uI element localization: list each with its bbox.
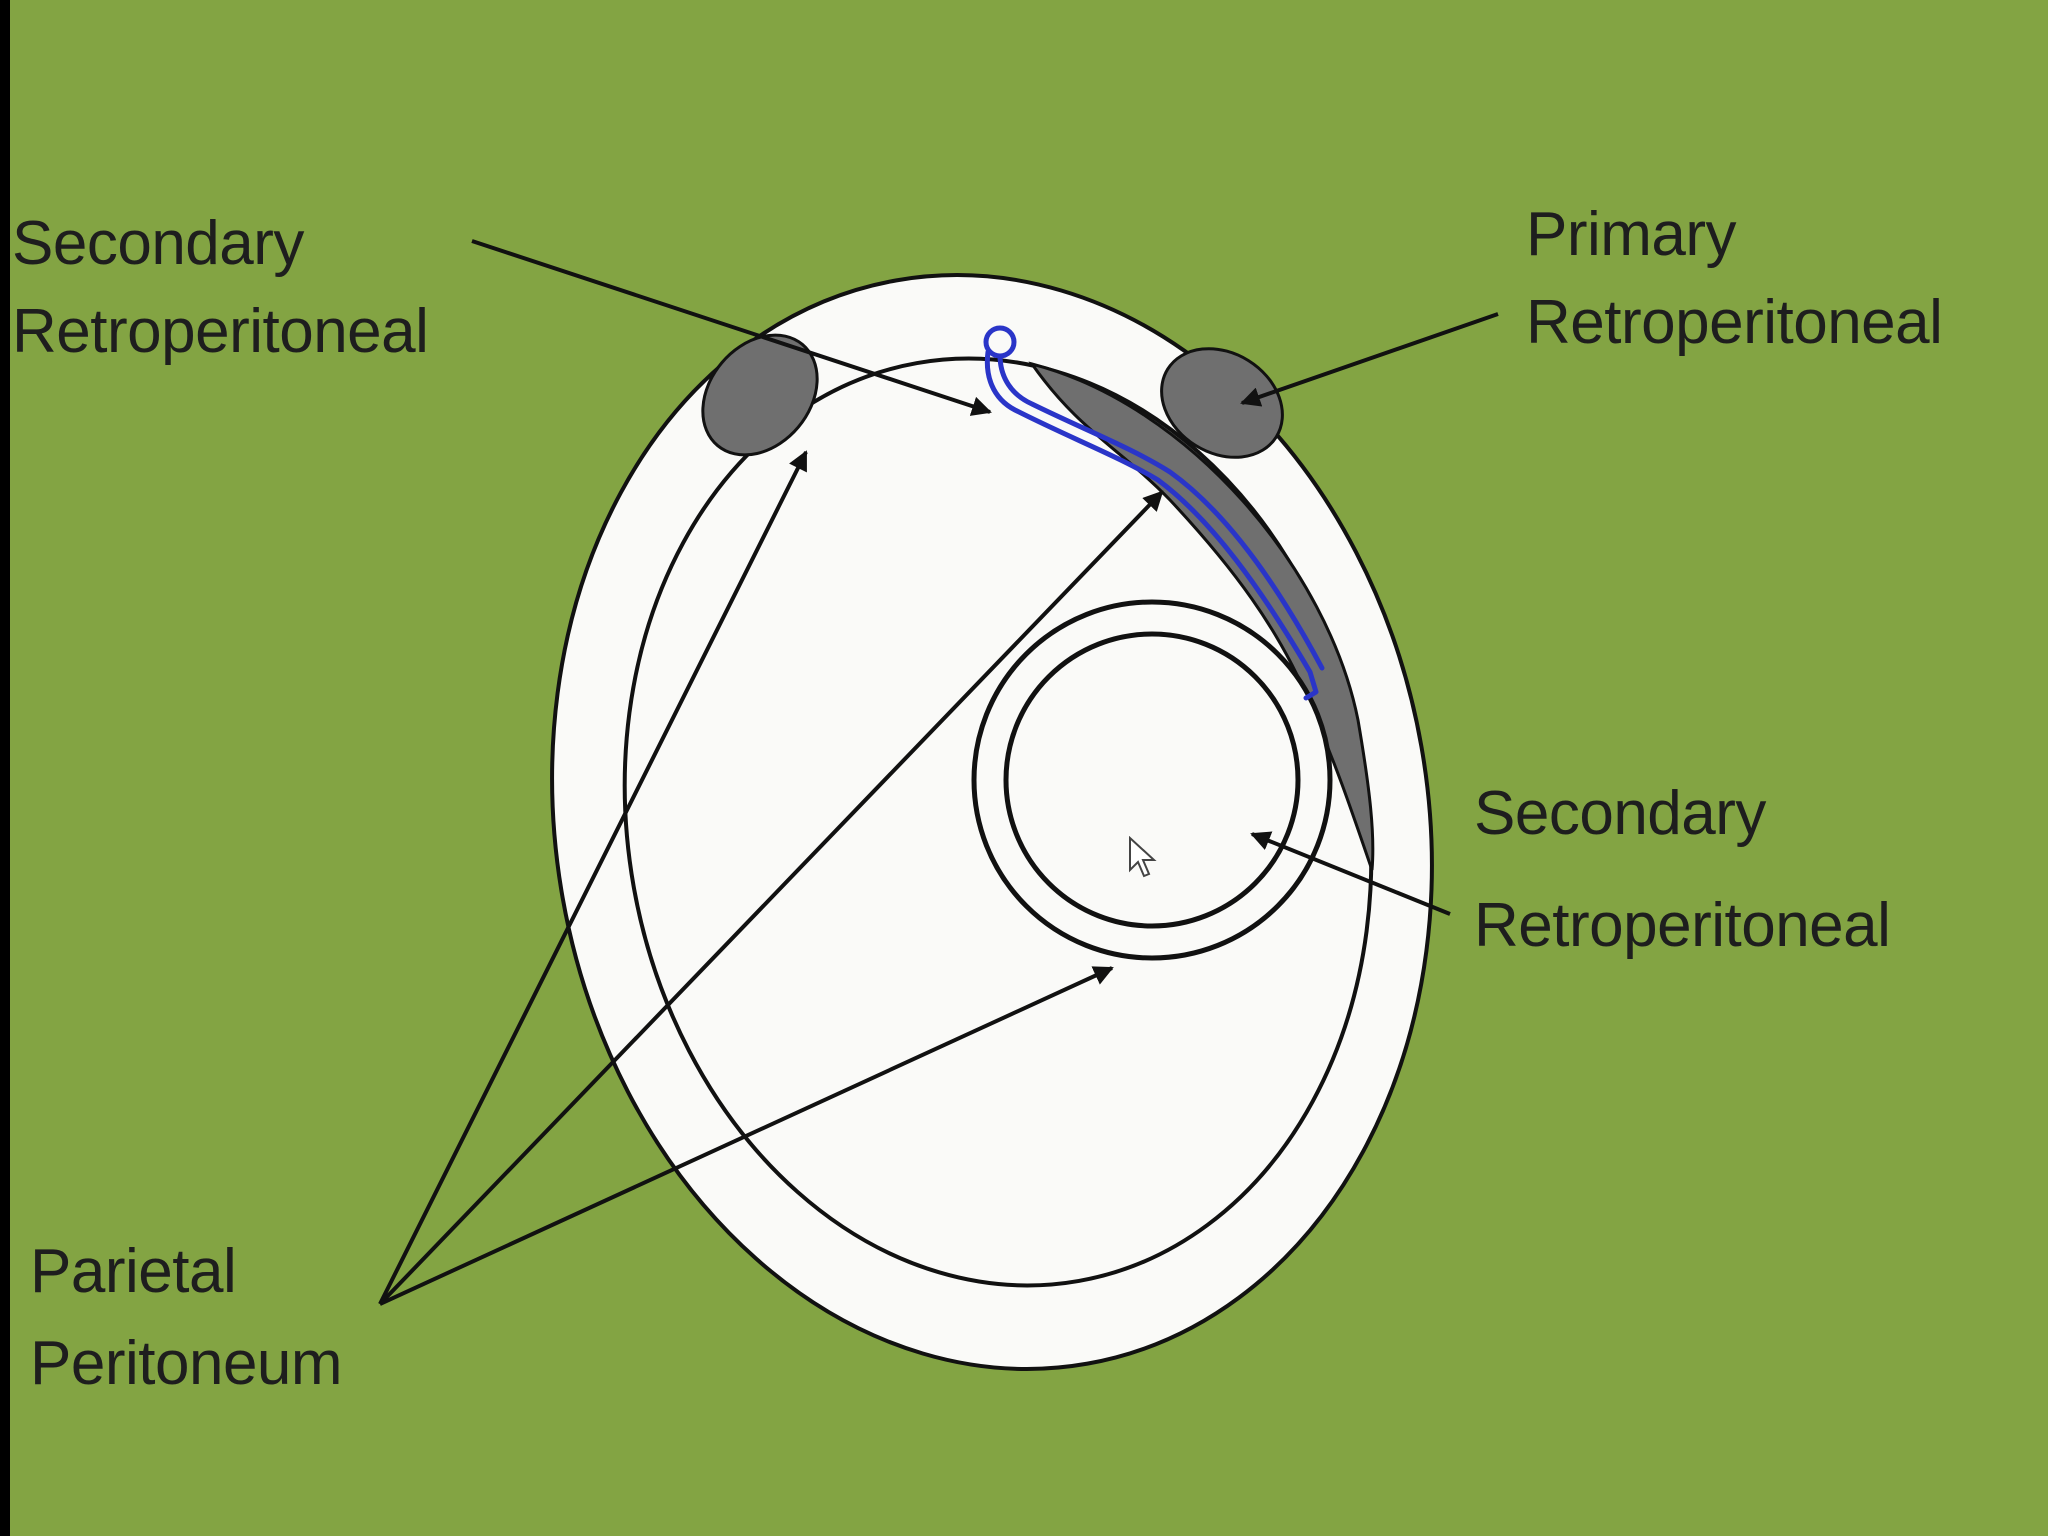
label-line: Retroperitoneal bbox=[1474, 891, 1891, 960]
intestine-inner-ring bbox=[1003, 631, 1301, 929]
label-line: Peritoneum bbox=[30, 1329, 343, 1398]
arrow-primary bbox=[1240, 312, 1499, 407]
label-primary-retroperitoneal: Primary Retroperitoneal bbox=[1526, 191, 1943, 367]
mesentery-outline bbox=[984, 349, 1325, 701]
label-secondary-retroperitoneal-right: Secondary Retroperitoneal bbox=[1474, 758, 1891, 982]
label-line: Primary bbox=[1526, 200, 1737, 269]
left-black-bar bbox=[0, 0, 10, 1536]
label-parietal-peritoneum: Parietal Peritoneum bbox=[30, 1226, 343, 1410]
arrow-parietal-2 bbox=[378, 490, 1164, 1306]
arrow-parietal-3 bbox=[379, 966, 1114, 1306]
label-line: Secondary bbox=[12, 209, 304, 278]
label-line: Secondary bbox=[1474, 779, 1766, 848]
mesentery-loop bbox=[983, 325, 1017, 359]
arrow-secondary-right bbox=[1250, 831, 1451, 916]
left-retroperitoneal-organ bbox=[701, 333, 819, 457]
arrow-secondary-left bbox=[471, 239, 992, 416]
label-line: Parietal bbox=[30, 1237, 237, 1306]
label-line: Retroperitoneal bbox=[1526, 288, 1943, 357]
mouse-pointer-icon bbox=[1128, 835, 1158, 885]
label-line: Retroperitoneal bbox=[12, 297, 429, 366]
label-secondary-retroperitoneal-left: Secondary Retroperitoneal bbox=[12, 200, 429, 376]
primary-retroperitoneal-organ bbox=[1160, 347, 1284, 459]
arrow-parietal-1 bbox=[378, 450, 808, 1305]
crescent-retroperitoneal-organ bbox=[1028, 361, 1375, 871]
